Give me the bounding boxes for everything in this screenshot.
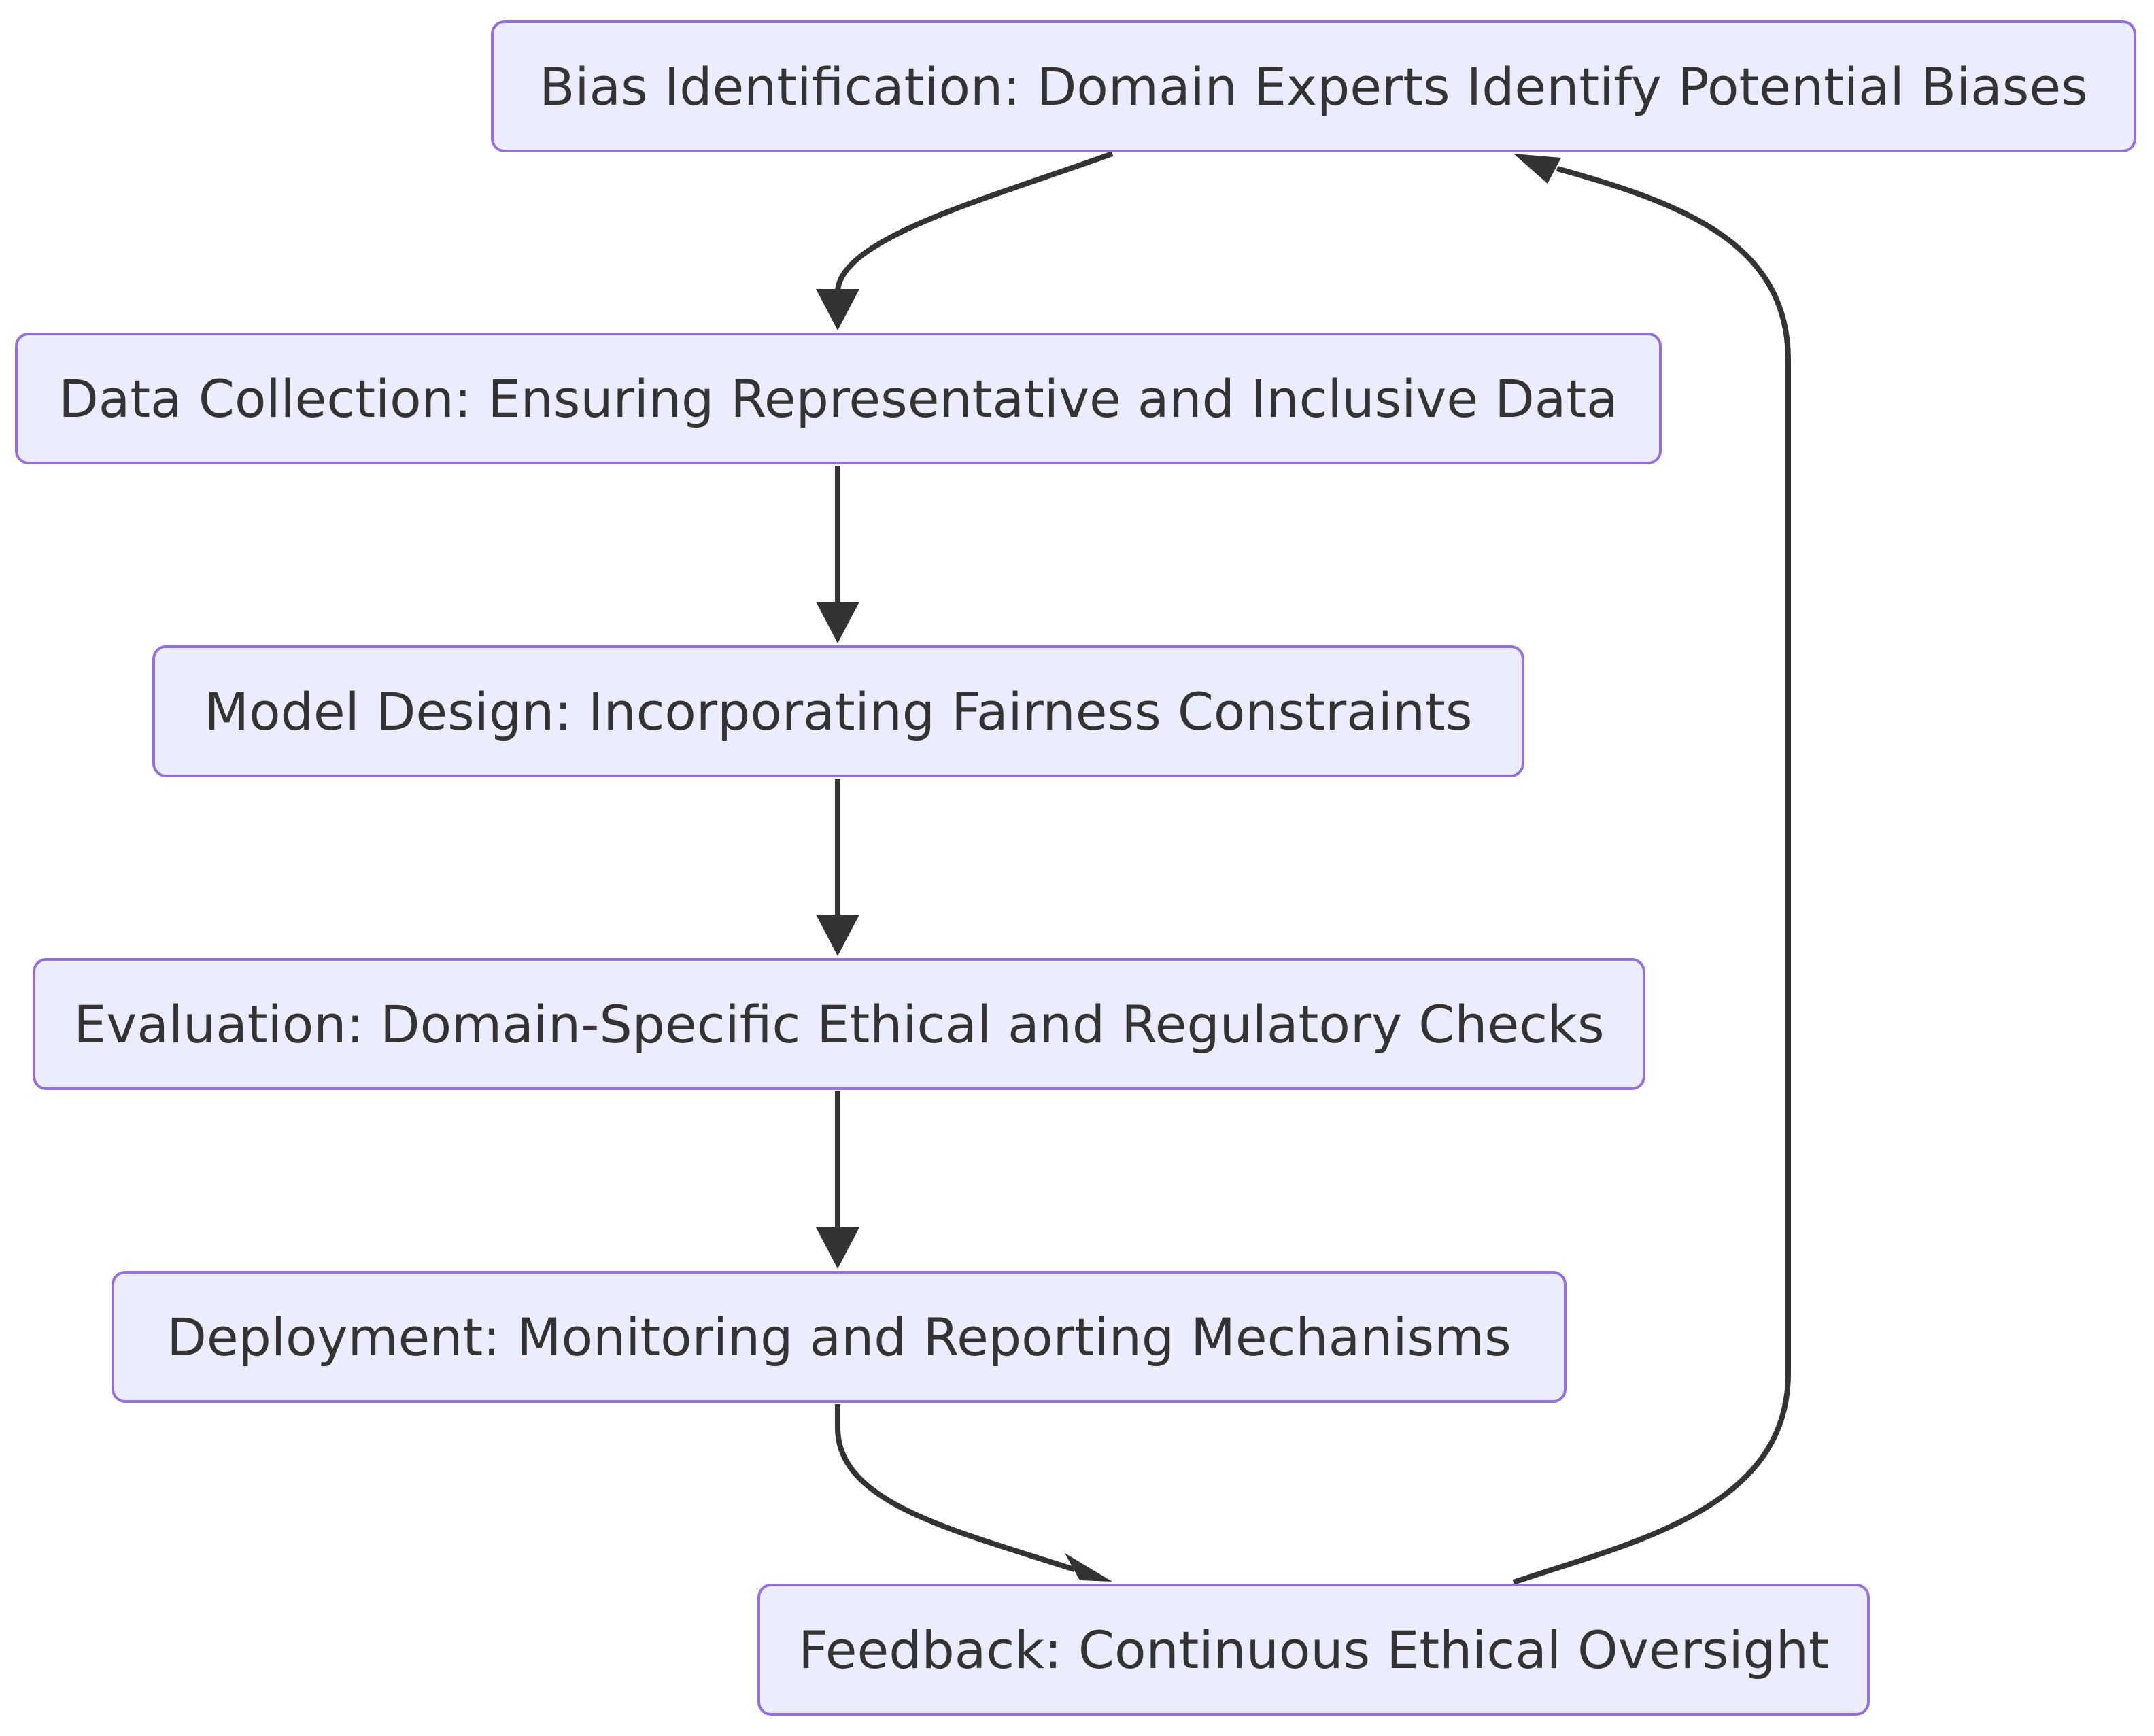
node-label: Model Design: Incorporating Fairness Con… — [204, 681, 1473, 742]
node-evaluation: Evaluation: Domain-Specific Ethical and … — [33, 958, 1645, 1090]
edge-feedback-to-bias — [1512, 166, 1791, 1585]
node-label: Bias Identification: Domain Experts Iden… — [539, 56, 2088, 117]
node-label: Evaluation: Domain-Specific Ethical and … — [73, 993, 1605, 1055]
arrowhead-data-to-model — [816, 602, 859, 643]
arrowhead-deploy-to-feedback — [1065, 1553, 1112, 1582]
node-label: Feedback: Continuous Ethical Oversight — [798, 1619, 1829, 1680]
node-model-design: Model Design: Incorporating Fairness Con… — [152, 645, 1524, 777]
arrowhead-feedback-to-bias — [1514, 154, 1561, 184]
node-label: Deployment: Monitoring and Reporting Mec… — [167, 1306, 1511, 1367]
arrowhead-model-to-eval — [816, 915, 859, 956]
node-bias-identification: Bias Identification: Domain Experts Iden… — [491, 20, 2136, 152]
edge-bias-to-data — [835, 151, 1114, 320]
node-data-collection: Data Collection: Ensuring Representative… — [15, 333, 1662, 464]
arrowhead-bias-to-data — [816, 289, 859, 330]
node-feedback: Feedback: Continuous Ethical Oversight — [757, 1584, 1870, 1716]
node-label: Data Collection: Ensuring Representative… — [58, 368, 1618, 429]
node-deployment: Deployment: Monitoring and Reporting Mec… — [112, 1271, 1567, 1403]
edge-deploy-to-feedback — [835, 1404, 1076, 1572]
arrowhead-eval-to-deploy — [816, 1227, 859, 1269]
